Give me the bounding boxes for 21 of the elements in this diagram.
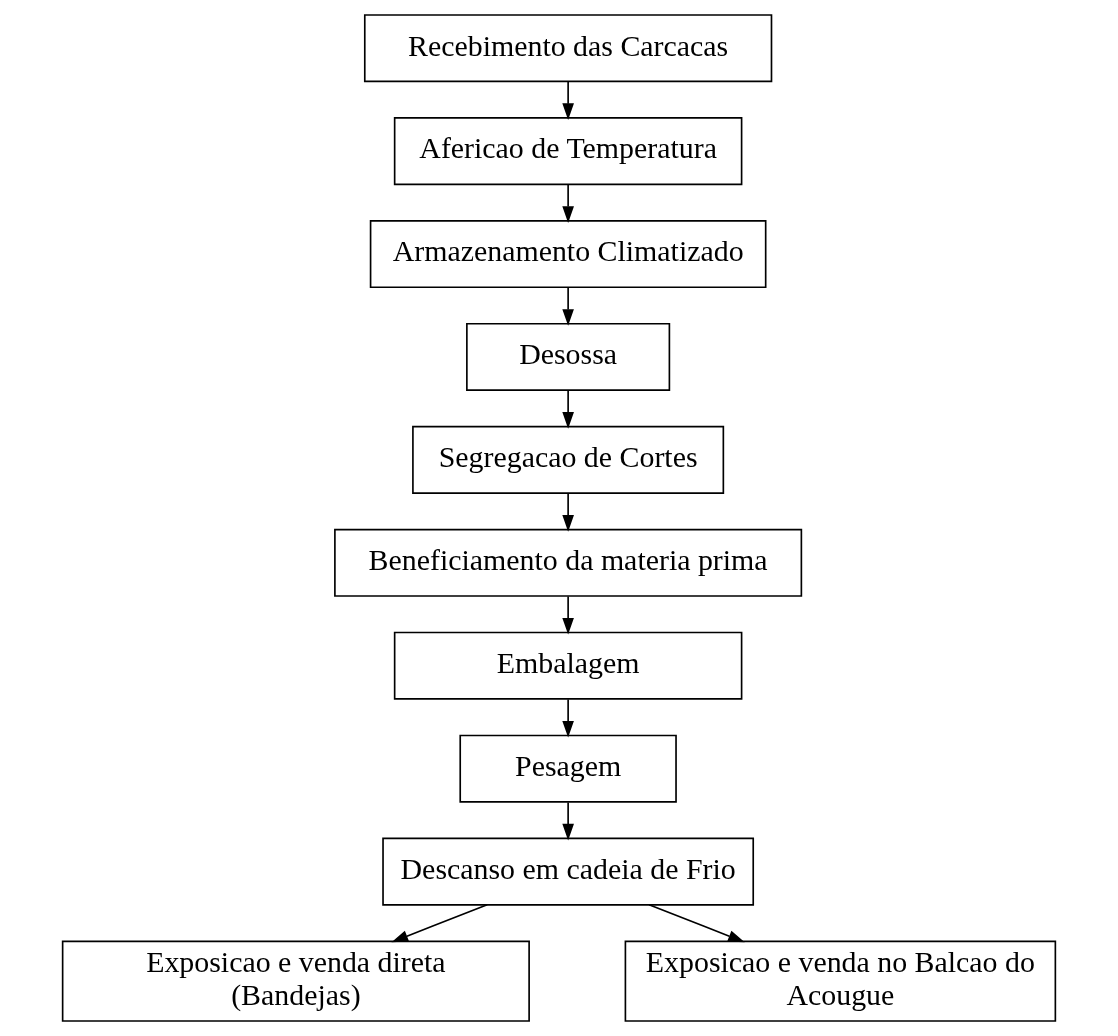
node-box: Embalagem: [393, 631, 743, 700]
arrow: [562, 801, 574, 841]
node-box: Afericao de Temperatura: [393, 117, 743, 186]
arrow: [648, 904, 745, 943]
arrow: [562, 184, 574, 223]
arrow: [562, 81, 574, 120]
arrow: [562, 492, 574, 532]
arrow: [562, 698, 574, 738]
node-box: Beneficiamento da materia prima: [334, 528, 803, 597]
arrow: [391, 904, 488, 943]
node-box: Recebimento das Carcacas: [363, 14, 773, 83]
node-box: Segregacao de Cortes: [412, 425, 725, 494]
node-box: Pesagem: [459, 734, 677, 803]
node-box: Armazenamento Climatizado: [369, 220, 767, 289]
node-box: Exposicao e venda direta (Bandejas): [61, 940, 530, 1022]
arrow: [562, 389, 574, 429]
arrow: [562, 595, 574, 635]
node-box: Desossa: [466, 322, 671, 391]
arrow: [562, 286, 574, 326]
node-box: Exposicao e venda no Balcao do Acougue: [624, 940, 1057, 1022]
node-box: Descanso em cadeia de Frio: [382, 837, 755, 906]
